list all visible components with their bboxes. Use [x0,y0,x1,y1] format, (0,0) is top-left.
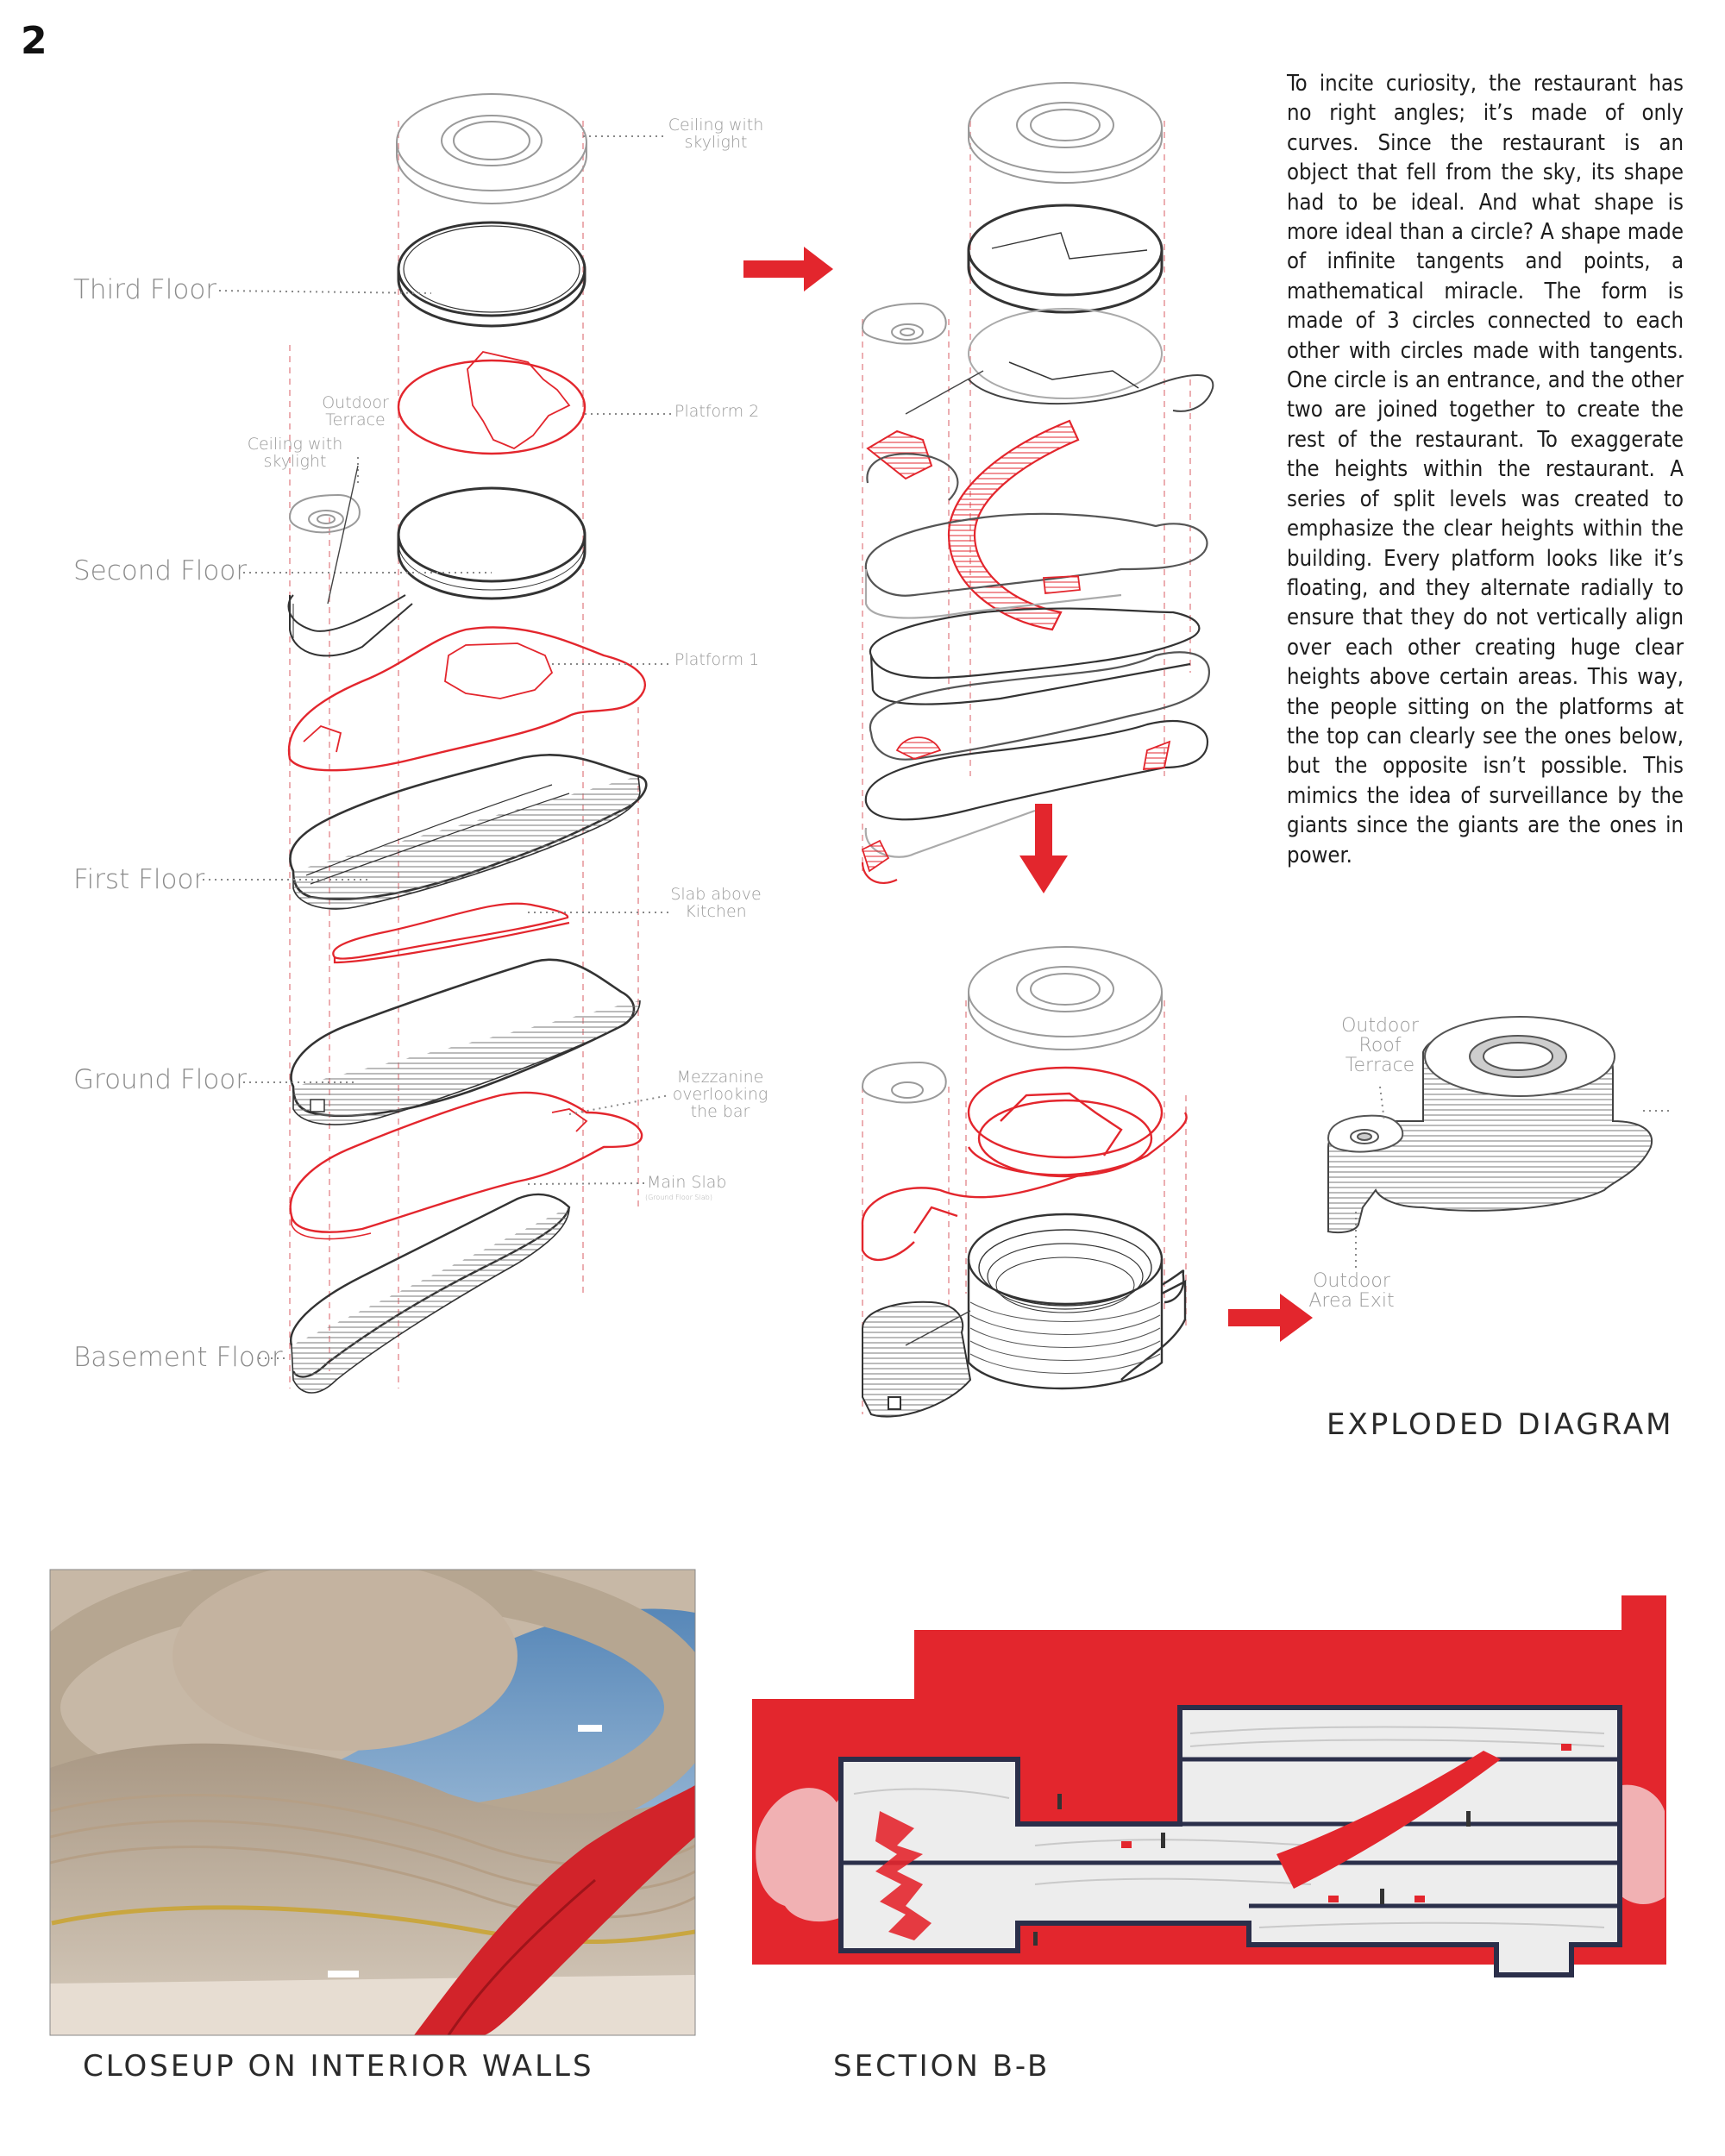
assembled-model [1327,1016,1669,1268]
section-b-b-image [752,1595,1666,2035]
label-second-floor: Second Floor [73,555,248,586]
label-ground-floor: Ground Floor [73,1064,248,1095]
label-third-floor: Third Floor [73,274,217,305]
entrance-cylinder [288,493,361,534]
platform-2 [397,351,586,455]
label-outdoor-terrace: Outdoor Terrace [322,393,389,429]
label-slab-above-kitchen: Slab above Kitchen [670,885,762,921]
basement-floor [290,1193,571,1394]
ceiling-disc [396,93,587,204]
label-outdoor-area-exit: Outdoor Area Exit [1308,1270,1395,1313]
label-platform-1: Platform 1 [674,650,760,669]
platform-1 [287,626,646,772]
slab-above-kitchen [332,902,570,964]
interior-closeup-image [49,1569,696,2036]
page-number: 2 [21,19,47,63]
label-platform-2: Platform 2 [674,402,760,421]
mezzanine [289,1091,643,1240]
caption-interior-walls: CLOSEUP ON INTERIOR WALLS [83,2049,594,2084]
middle-lower-stack [861,946,1188,1418]
arrows [743,247,1313,1342]
label-outdoor-roof-terrace: Outdoor Roof Terrace [1341,1015,1419,1077]
label-basement-floor: Basement Floor [73,1342,283,1373]
label-main-slab-note: (Ground Floor Slab) [645,1194,712,1201]
third-floor-ring [397,221,586,328]
caption-section-b-b: SECTION B-B [833,2049,1051,2084]
label-ceiling-skylight-small: Ceiling with skylight [247,435,343,471]
left-exploded-stack [203,93,673,1394]
second-floor-ring [287,486,586,657]
label-ceiling-skylight: Ceiling with skylight [668,116,764,152]
middle-exploded-stack [861,82,1214,884]
label-first-floor: First Floor [73,864,205,895]
description-text: To incite curiosity, the restaurant has … [1287,71,1684,868]
label-main-slab: Main Slab [647,1173,727,1192]
label-mezzanine: Mezzanine overlooking the bar [672,1068,768,1121]
ground-floor-slab [290,958,641,1125]
caption-exploded-diagram: EXPLODED DIAGRAM [1327,1407,1674,1442]
first-floor-slab [289,754,648,910]
